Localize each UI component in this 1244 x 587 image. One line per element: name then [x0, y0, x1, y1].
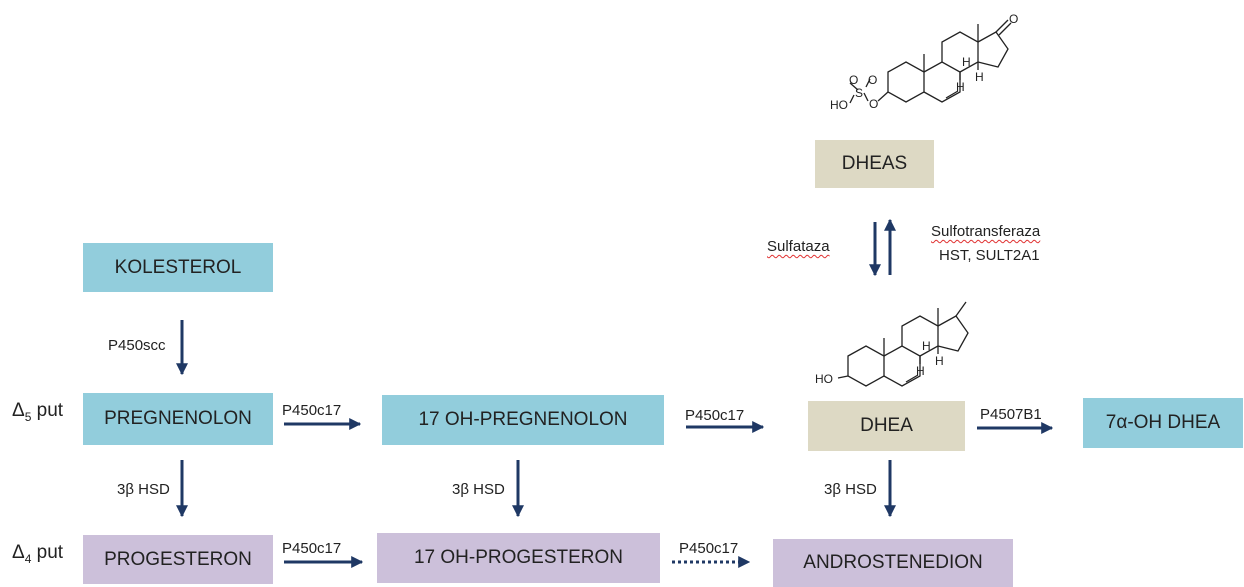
oh-dhea-label: 7α-OH DHEA [1105, 412, 1221, 433]
progesteron-box: PROGESTERON [83, 535, 273, 584]
enzyme-sulfataza: Sulfataza [767, 238, 830, 255]
delta5-pathway-label: Δ5 put [12, 400, 64, 424]
progesteron-label: PROGESTERON [104, 548, 252, 570]
dheas-o-link: O [869, 97, 878, 111]
pregnenolon-label: PREGNENOLON [104, 408, 252, 429]
kolesterol-label: KOLESTEROL [114, 256, 242, 278]
dhea-label: DHEA [860, 415, 913, 436]
enzyme-sulfotransferaza: Sulfotransferaza [931, 223, 1041, 240]
enzyme-hst-sult2a1: HST, SULT2A1 [939, 247, 1040, 264]
dhea-h3: H [935, 354, 944, 368]
enzyme-p450c17-c: P450c17 [282, 540, 342, 557]
androstenedion-label: ANDROSTENEDION [803, 552, 983, 573]
dheas-ho: HO [830, 98, 848, 112]
enzyme-hsd-b: 3β HSD [452, 481, 505, 498]
androstenedion-box: ANDROSTENEDION [773, 539, 1013, 587]
oh-pregnenolon-label: 17 OH-PREGNENOLON [418, 409, 628, 430]
dhea-h2: H [916, 364, 925, 378]
enzyme-hsd-c: 3β HSD [824, 481, 877, 498]
dheas-s: S [855, 86, 863, 100]
enzyme-p450c17-d: P450c17 [679, 540, 739, 557]
dhea-structure: HO H H H [815, 301, 969, 387]
enzyme-p450c17-a: P450c17 [282, 402, 342, 419]
dheas-o1: O [849, 73, 858, 87]
dhea-box: DHEA [808, 401, 965, 451]
dhea-ho: HO [815, 372, 833, 386]
oh-pregnenolon-box: 17 OH-PREGNENOLON [382, 395, 664, 445]
enzyme-p450c17-b: P450c17 [685, 407, 745, 424]
delta4-pathway-label: Δ4 put [12, 542, 64, 566]
enzyme-p450scc: P450scc [108, 337, 166, 354]
enzyme-hsd-a: 3β HSD [117, 481, 170, 498]
dheas-box: DHEAS [815, 140, 934, 188]
kolesterol-box: KOLESTEROL [83, 243, 273, 292]
dheas-structure: O O O S HO O H H H [830, 12, 1018, 112]
oh-progesteron-label: 17 OH-PROGESTERON [413, 547, 624, 568]
dheas-h3: H [975, 70, 984, 84]
dheas-h2: H [956, 80, 965, 94]
dheas-h1: H [962, 55, 971, 69]
oh-dhea-box: 7α-OH DHEA [1083, 398, 1243, 448]
enzyme-p4507b1: P4507B1 [980, 406, 1042, 423]
dhea-h1: H [922, 339, 931, 353]
oh-progesteron-box: 17 OH-PROGESTERON [377, 533, 660, 583]
pregnenolon-box: PREGNENOLON [83, 393, 273, 445]
dheas-label: DHEAS [841, 153, 908, 174]
dheas-o2: O [868, 73, 877, 87]
dheas-o-top: O [1009, 12, 1018, 26]
